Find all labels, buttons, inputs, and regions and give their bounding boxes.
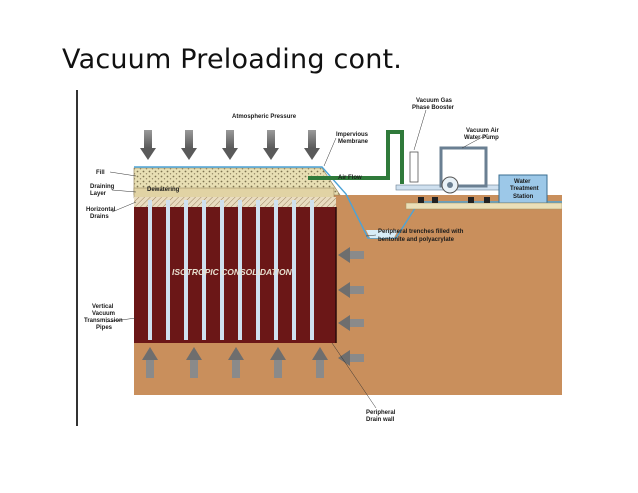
vertical-pipe [256, 200, 260, 340]
up-arrow [142, 347, 158, 378]
isotropic-consolidation-label: ISOTROPIC CONSOLIDATION [172, 267, 293, 277]
pipe-supports [418, 197, 490, 203]
dewatering-label: Dewatering [147, 187, 180, 193]
peripheral-drain-label-2: Drain wall [366, 417, 395, 423]
impervious-label-1: Impervious [336, 132, 369, 138]
pump-hub [447, 182, 453, 188]
left-arrow [338, 315, 364, 331]
atmospheric-pressure-arrows [140, 130, 320, 160]
vacuum-preloading-diagram: Atmospheric Pressure Vacuum Gas Phase Bo… [76, 90, 562, 426]
diagram-svg: Atmospheric Pressure Vacuum Gas Phase Bo… [76, 90, 562, 426]
vertical-pipe [148, 200, 152, 340]
side-pressure-arrows [338, 247, 364, 366]
figure-left-edge [76, 90, 78, 426]
left-arrow [338, 350, 364, 366]
vacuum-air-label-2: Water Pump [464, 135, 499, 141]
water-treatment-label-1: Water [514, 179, 531, 185]
vertical-pipes-label-2: Vacuum [92, 311, 115, 317]
gas-phase-booster [409, 151, 419, 183]
vacuum-gas-label-1: Vacuum Gas [416, 98, 453, 104]
vertical-pipe [292, 200, 296, 340]
down-arrow [181, 130, 197, 160]
vertical-pipe [238, 200, 242, 340]
water-treatment-station [498, 174, 548, 204]
vertical-pipes [148, 200, 314, 340]
air-flow-pipe [308, 130, 404, 184]
vertical-pipe [310, 200, 314, 340]
trench-label-2: bentonite and polyacrylate [378, 237, 455, 243]
horizontal-drains [134, 197, 336, 207]
left-arrow [338, 247, 364, 263]
vacuum-gas-label-2: Phase Booster [412, 105, 455, 111]
vertical-pipe [274, 200, 278, 340]
trench-ground [338, 195, 562, 240]
pump-loop-pipe [439, 146, 488, 188]
vertical-pipes-label-4: Pipes [96, 325, 113, 331]
up-arrow [228, 347, 244, 378]
vertical-pipe [220, 200, 224, 340]
peripheral-drain-label-1: Peripheral [366, 410, 396, 416]
up-arrow [270, 347, 286, 378]
left-arrow [338, 282, 364, 298]
vertical-pipe [202, 200, 206, 340]
vacuum-air-label-1: Vacuum Air [466, 128, 499, 134]
slide-title: Vacuum Preloading cont. [62, 44, 403, 75]
trench-water [366, 230, 398, 238]
draining-layer-label-2: Layer [90, 191, 107, 197]
down-arrow [263, 130, 279, 160]
equipment-slab [405, 202, 562, 210]
trench-label-1: Peripheral trenches filled with [378, 229, 464, 235]
vertical-pipes-label-1: Vertical [92, 304, 114, 310]
bottom-pressure-arrows [142, 347, 328, 378]
water-treatment-label-2: Treatment [510, 186, 539, 192]
impervious-label-2: Membrane [338, 139, 369, 145]
water-treatment-label-3: Station [513, 194, 534, 200]
horizontal-drains-label-1: Horizontal [86, 207, 116, 213]
vertical-pipe [166, 200, 170, 340]
vertical-pipe [184, 200, 188, 340]
down-arrow [140, 130, 156, 160]
fill-label: Fill [96, 170, 105, 176]
down-arrow [222, 130, 238, 160]
atmospheric-pressure-label: Atmospheric Pressure [232, 114, 297, 120]
leader-lines [105, 109, 489, 409]
vertical-pipes-label-3: Transmission [84, 318, 123, 324]
horizontal-drains-label-2: Drains [90, 214, 109, 220]
up-arrow [312, 347, 328, 378]
air-flow-label: Air Flow [338, 175, 362, 181]
up-arrow [186, 347, 202, 378]
draining-layer-label-1: Draining [90, 184, 115, 190]
down-arrow [304, 130, 320, 160]
